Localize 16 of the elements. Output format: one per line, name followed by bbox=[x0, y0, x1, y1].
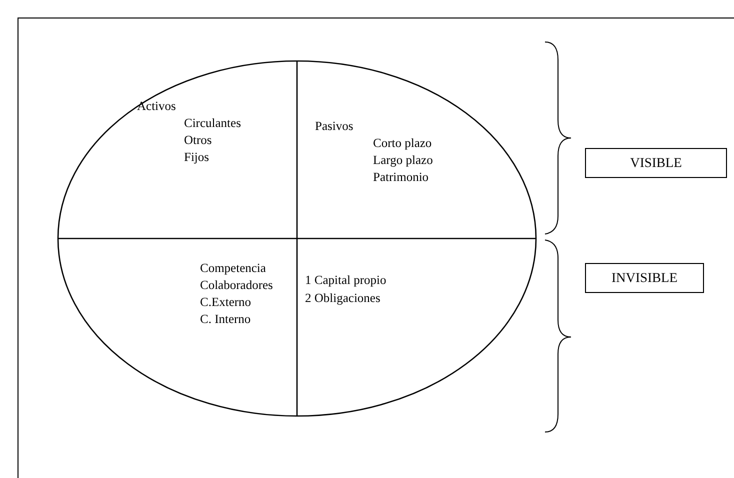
heading-text: Pasivos bbox=[315, 118, 354, 134]
numbered-item: 2 Obligaciones bbox=[305, 290, 380, 306]
list-item: Competencia bbox=[200, 260, 266, 276]
list-item: Fijos bbox=[184, 149, 210, 165]
list-item: Circulantes bbox=[184, 115, 241, 131]
list-item: C.Externo bbox=[200, 294, 252, 310]
list-item: Corto plazo bbox=[373, 135, 432, 151]
label-box: INVISIBLE bbox=[585, 263, 704, 293]
list-item: Patrimonio bbox=[373, 169, 429, 185]
list-item: Colaboradores bbox=[200, 277, 273, 293]
heading-text: Activos bbox=[137, 98, 176, 114]
list-item: Otros bbox=[184, 132, 212, 148]
label-box: VISIBLE bbox=[585, 148, 727, 178]
list-item: Largo plazo bbox=[373, 152, 433, 168]
numbered-item: 1 Capital propio bbox=[305, 272, 386, 288]
list-item: C. Interno bbox=[200, 311, 251, 327]
